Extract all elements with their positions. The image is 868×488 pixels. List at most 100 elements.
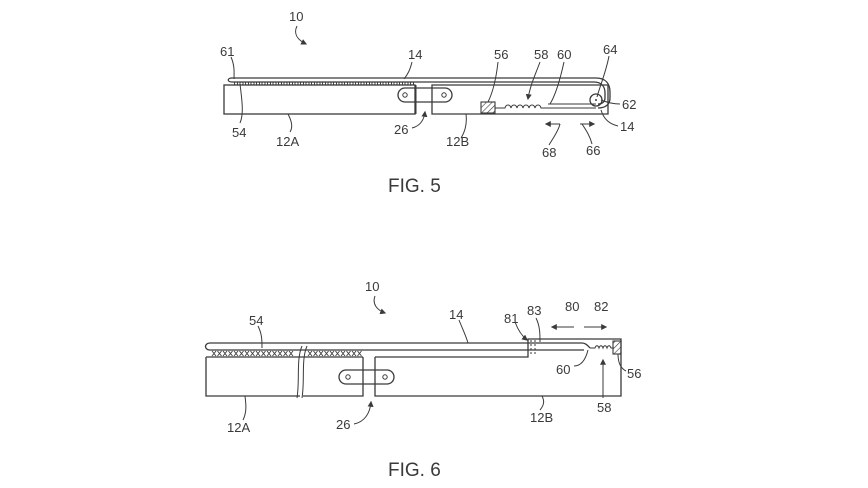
leader-12a-fig6 [242, 395, 247, 421]
flexible-display-14-fig6 [210, 342, 591, 351]
support-strip-link [357, 350, 362, 357]
roller-axis-64 [595, 99, 597, 101]
break-line-left [296, 345, 303, 399]
leader-12b [460, 113, 467, 139]
support-strip-bead [327, 81, 332, 86]
label-80: 80 [565, 299, 579, 314]
housing-12a [223, 84, 416, 115]
leader-61 [230, 56, 235, 80]
support-strip-bead [354, 81, 360, 86]
support-strip-bead [387, 81, 393, 86]
support-strip-bead [382, 81, 387, 86]
hinge-link-26-fig6 [338, 369, 395, 385]
support-strip-link [335, 350, 340, 357]
support-strip-link [340, 350, 346, 357]
support-strip-bead [288, 81, 294, 86]
support-strip-link [255, 350, 261, 357]
label-12a: 12A [276, 134, 299, 149]
support-strip-bead [371, 81, 376, 86]
support-strip-link [324, 350, 329, 357]
leader-26 [411, 110, 428, 129]
support-strip-54-fig6 [211, 350, 362, 357]
support-strip-bead [294, 81, 299, 86]
support-strip-link [233, 350, 239, 357]
figure-6: 10 [204, 279, 641, 481]
leader-26-fig6 [353, 400, 374, 425]
label-10-fig6: 10 [365, 279, 379, 294]
label-56-fig6: 56 [627, 366, 641, 381]
support-strip-link [250, 350, 255, 357]
support-strip-bead [266, 81, 272, 86]
leader-14-fig6 [458, 319, 469, 344]
label-26: 26 [394, 122, 408, 137]
support-strip-bead [255, 81, 261, 86]
hinge-gap-fig6 [362, 357, 376, 396]
support-strip-bead [316, 81, 321, 86]
support-strip-bead [349, 81, 354, 86]
leader-54-fig6 [257, 325, 263, 349]
spring-58 [495, 104, 548, 109]
label-64: 64 [603, 42, 617, 57]
support-strip-link [313, 350, 318, 357]
label-60-fig6: 60 [556, 362, 570, 377]
support-strip-link [329, 350, 335, 357]
support-strip-bead [283, 81, 288, 86]
label-68: 68 [542, 145, 556, 160]
housing-12b-fig6 [374, 338, 622, 397]
support-strip-link [307, 350, 313, 357]
support-strip-link [261, 350, 266, 357]
label-54-fig6: 54 [249, 313, 263, 328]
label-81: 81 [504, 311, 518, 326]
leader-60 [549, 61, 565, 105]
flexible-display-14-outer [232, 77, 611, 109]
leader-58 [525, 61, 541, 101]
support-strip-bead [321, 81, 327, 86]
label-14-fig6: 14 [449, 307, 463, 322]
label-14b: 14 [620, 119, 634, 134]
support-strip-link [217, 350, 222, 357]
support-strip-bead [398, 81, 404, 86]
label-14: 14 [408, 47, 422, 62]
label-62: 62 [622, 97, 636, 112]
label-58-fig6: 58 [597, 400, 611, 415]
support-strip-bead [299, 81, 305, 86]
break-line-right [301, 345, 308, 399]
tension-member-60 [548, 103, 596, 109]
leader-12a [287, 113, 293, 133]
support-strip-bead [332, 81, 338, 86]
leader-64 [596, 55, 610, 98]
support-strip-bead [393, 81, 398, 86]
support-strip-link [288, 350, 294, 357]
joint-81 [530, 340, 536, 356]
leader-81 [514, 321, 528, 341]
support-strip-bead [365, 81, 371, 86]
support-strip-link [244, 350, 250, 357]
support-strip-link [266, 350, 272, 357]
support-strip-bead [310, 81, 316, 86]
support-strip-54 [233, 81, 415, 86]
hinge-link-26 [397, 87, 453, 103]
leader-56 [487, 61, 499, 103]
label-12b-fig6: 12B [530, 410, 553, 425]
hinge-pin-left-fig6 [345, 374, 351, 380]
figure-5: 10 [220, 9, 636, 197]
support-strip-link [277, 350, 283, 357]
support-strip-link [228, 350, 233, 357]
leader-66 [581, 123, 593, 145]
hinge-pin-right [441, 92, 447, 98]
leader-14b [600, 109, 619, 127]
label-26-fig6: 26 [336, 417, 350, 432]
support-strip-bead [277, 81, 283, 86]
figure-caption-6: FIG. 6 [388, 460, 441, 481]
support-strip-bead [360, 81, 365, 86]
ref-arrow-10-fig6 [373, 295, 387, 315]
label-54: 54 [232, 125, 246, 140]
support-strip-link [272, 350, 277, 357]
support-strip-link [283, 350, 288, 357]
support-strip-link [318, 350, 324, 357]
label-82: 82 [594, 299, 608, 314]
hinge-pin-right-fig6 [382, 374, 388, 380]
spring-58-fig6 [590, 345, 614, 350]
anchor-56-fig6 [612, 340, 622, 355]
support-strip-bead [409, 81, 415, 86]
